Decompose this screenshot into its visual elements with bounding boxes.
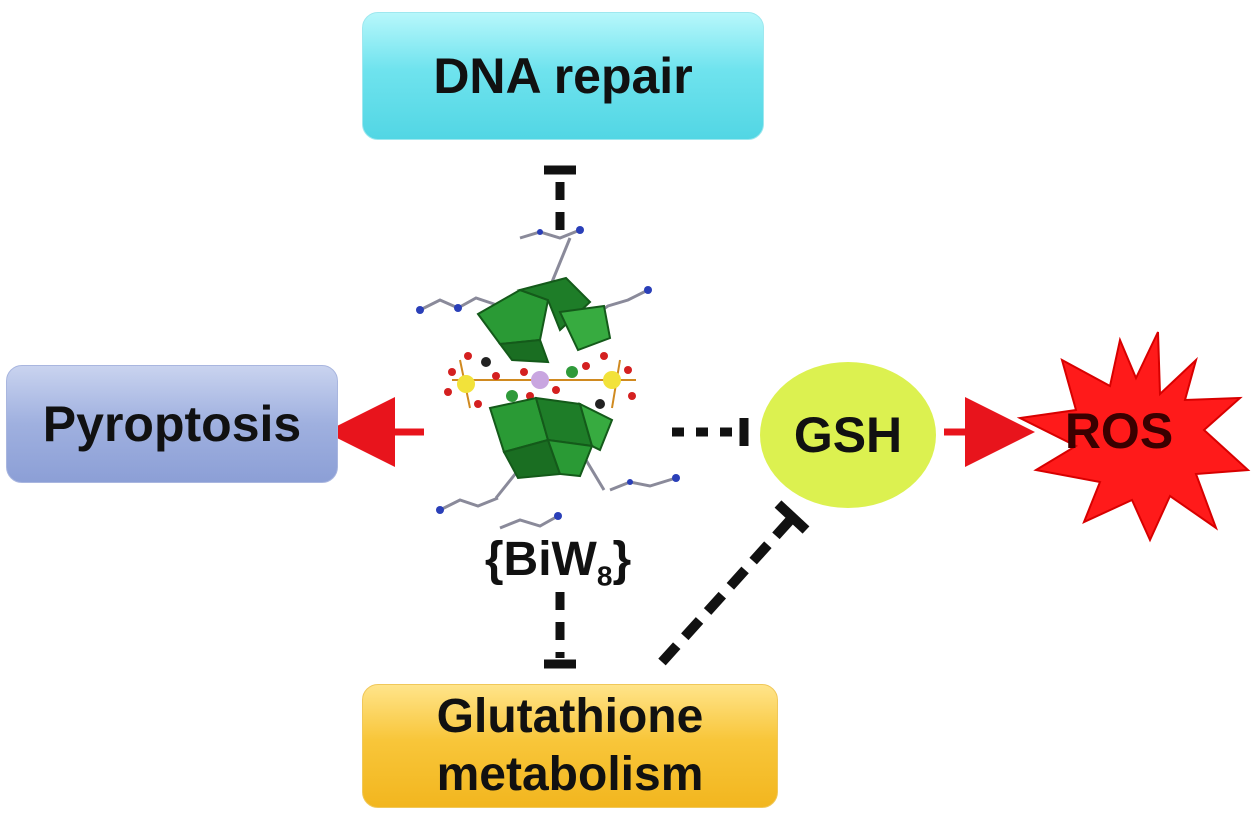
compound-label-main: {BiW [484, 533, 597, 586]
pyroptosis-label: Pyroptosis [42, 396, 302, 452]
compound-label-subscript: 8 [596, 560, 613, 592]
glutathione-label-line2: metabolism [436, 748, 704, 801]
dna-repair-label: DNA repair [433, 48, 693, 104]
dna-repair-box: DNA repair [362, 12, 764, 140]
compound-label-close: } [612, 533, 632, 586]
gsh-label: GSH [793, 407, 903, 463]
pyroptosis-box: Pyroptosis [6, 365, 338, 483]
ros-label: ROS [1064, 403, 1174, 459]
glutathione-label-line1: Glutathione [436, 690, 704, 743]
inhibit-line-glutathione-gsh [658, 514, 796, 666]
biw8-molecule [416, 226, 680, 530]
gsh-ellipse: GSH [760, 362, 936, 508]
glutathione-metabolism-box: Glutathione metabolism [362, 684, 778, 808]
ros-star-shape [1016, 331, 1251, 543]
compound-label: {BiW8} [468, 532, 648, 593]
inhibit-bar-glutathione-gsh [774, 500, 810, 534]
